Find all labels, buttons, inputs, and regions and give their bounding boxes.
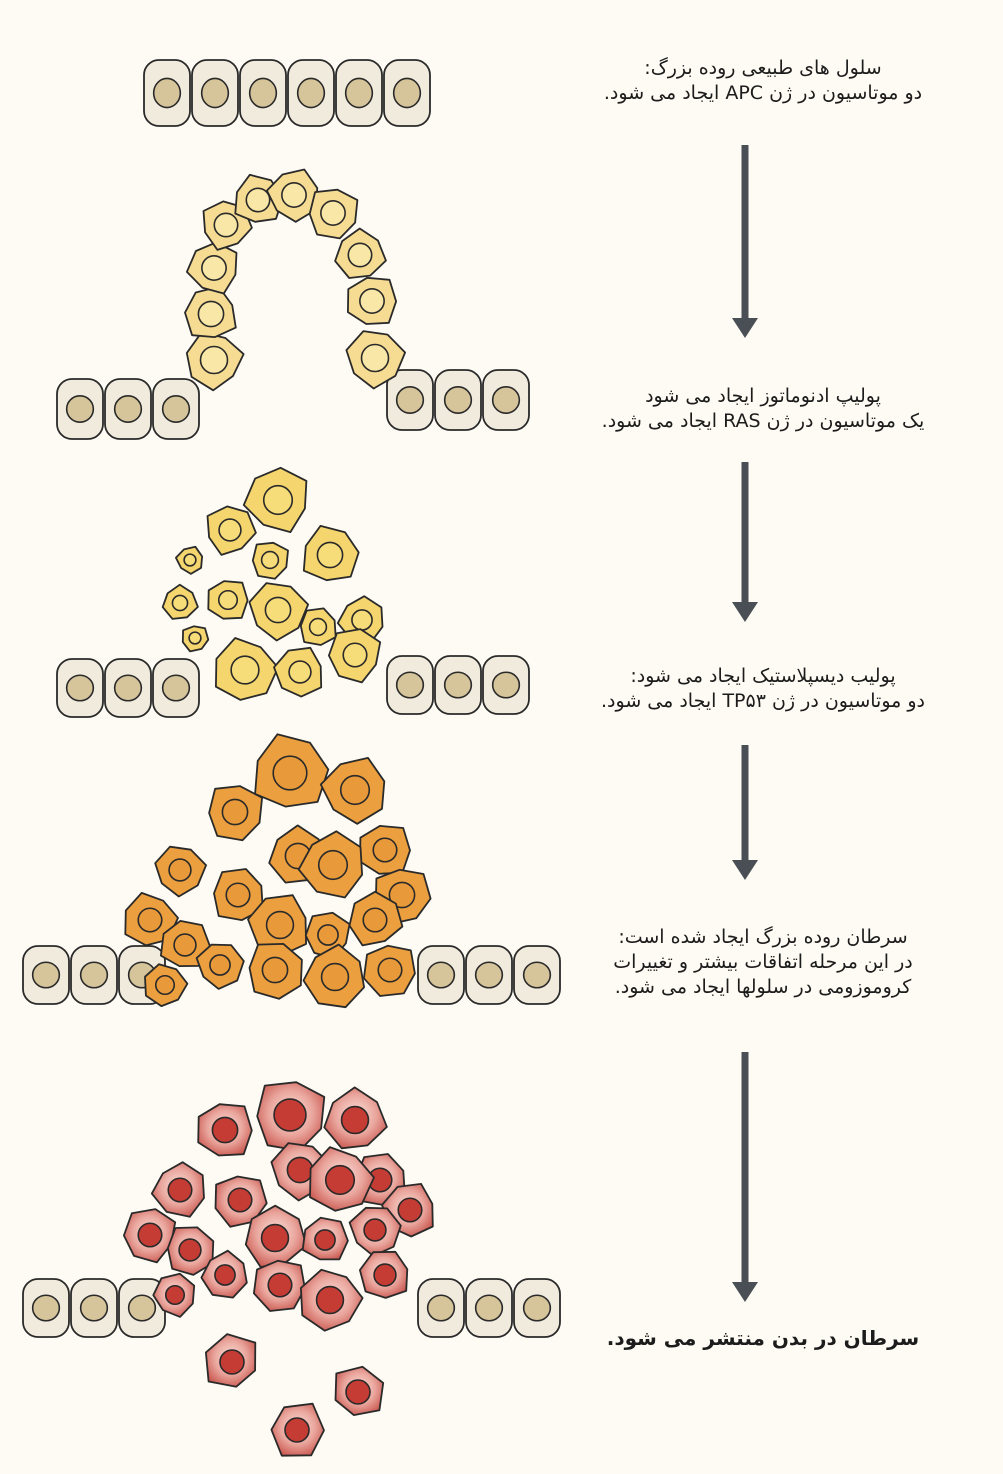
- normal-epithelial-cell: [514, 946, 560, 1004]
- stage-2-caption: پولیپ ادنوماتوز ایجاد می شود یک موتاسیون…: [563, 384, 963, 434]
- normal-epithelial-cell: [105, 659, 151, 717]
- arrow-stage-2-to-3: [732, 462, 758, 622]
- normal-epithelial-cell: [23, 1279, 69, 1337]
- normal-epithelial-cell: [384, 60, 430, 126]
- carcinoma-cell: [360, 826, 410, 874]
- metastatic-cell: [360, 1252, 407, 1298]
- dysplastic-cell: [163, 585, 198, 619]
- carcinoma-cell: [209, 786, 262, 840]
- stage-4-caption: سرطان روده بزرگ ایجاد شده است: در این مر…: [563, 925, 963, 1000]
- adenoma-cell: [187, 242, 237, 293]
- normal-epithelial-cell: [153, 659, 199, 717]
- normal-epithelial-cell: [144, 60, 190, 126]
- metastatic-cell: [257, 1082, 324, 1151]
- stage-4-line-2: در این مرحله اتفاقات بیشتر و تغییرات: [563, 950, 963, 975]
- dysplastic-cell: [176, 547, 202, 574]
- dysplastic-cell: [208, 506, 256, 555]
- stage-3-line-2: دو موتاسیون در ژن TP۵۳ ایجاد می شود.: [563, 689, 963, 714]
- dysplastic-cell: [253, 543, 288, 579]
- detached-metastatic-cell: [271, 1404, 324, 1456]
- carcinoma-cell: [197, 945, 244, 989]
- stage-5-line-1: سرطان در بدن منتشر می شود.: [563, 1326, 963, 1351]
- arrow-stage-1-to-2: [732, 145, 758, 338]
- carcinoma-cell: [304, 945, 365, 1008]
- normal-epithelial-cell: [466, 1279, 512, 1337]
- dysplastic-cell: [183, 626, 209, 651]
- carcinoma-cell: [145, 964, 187, 1006]
- adenoma-cell: [185, 287, 236, 337]
- carcinoma-cell: [255, 734, 328, 806]
- metastatic-cell: [254, 1261, 305, 1311]
- stage-1-caption: سلول های طبیعی روده بزرگ: دو موتاسیون در…: [563, 56, 963, 106]
- normal-epithelial-cell: [57, 379, 103, 439]
- metastatic-cell: [198, 1104, 252, 1155]
- metastatic-cell: [350, 1208, 401, 1256]
- carcinoma-cell: [250, 944, 302, 999]
- normal-epithelial-cell: [483, 370, 529, 430]
- normal-epithelial-cell: [466, 946, 512, 1004]
- metastatic-cell: [124, 1209, 175, 1262]
- stage-3-line-1: پولیب دیسپلاستیک ایجاد می شود:: [563, 664, 963, 689]
- stage-4-line-1: سرطان روده بزرگ ایجاد شده است:: [563, 925, 963, 950]
- dysplastic-cell: [249, 583, 308, 640]
- normal-epithelial-cell: [483, 656, 529, 714]
- metastatic-cell: [324, 1087, 387, 1148]
- stage-3-caption: پولیب دیسپلاستیک ایجاد می شود: دو موتاسی…: [563, 664, 963, 714]
- normal-epithelial-cell: [387, 656, 433, 714]
- normal-epithelial-cell: [192, 60, 238, 126]
- dysplastic-cell: [216, 638, 278, 700]
- adenoma-cell: [310, 190, 358, 239]
- stage-4-line-3: کروموزومی در سلولها ایجاد می شود.: [563, 975, 963, 1000]
- normal-epithelial-cell: [514, 1279, 560, 1337]
- normal-epithelial-cell: [435, 370, 481, 430]
- dysplastic-cell: [244, 468, 307, 532]
- adenoma-cell: [348, 278, 396, 324]
- stage-2-line-1: پولیپ ادنوماتوز ایجاد می شود: [563, 384, 963, 409]
- detached-metastatic-cell: [206, 1334, 255, 1387]
- normal-epithelial-cell: [105, 379, 151, 439]
- normal-epithelial-cell: [418, 1279, 464, 1337]
- normal-epithelial-cell: [57, 659, 103, 717]
- normal-epithelial-cell: [23, 946, 69, 1004]
- dysplastic-cell: [301, 608, 336, 645]
- adenoma-cell: [187, 332, 244, 390]
- dysplastic-cell: [329, 629, 380, 682]
- dysplastic-cell: [208, 581, 247, 619]
- stage-1-line-2: دو موتاسیون در ژن APC ایجاد می شود.: [563, 81, 963, 106]
- metastatic-cell: [152, 1162, 204, 1217]
- stage-5-caption: سرطان در بدن منتشر می شود.: [563, 1326, 963, 1351]
- arrow-stage-3-to-4: [732, 745, 758, 880]
- normal-epithelial-cell: [288, 60, 334, 126]
- metastatic-cell: [301, 1270, 363, 1331]
- dysplastic-cell: [274, 648, 321, 697]
- normal-epithelial-cell: [71, 946, 117, 1004]
- normal-epithelial-cell: [435, 656, 481, 714]
- dysplastic-cell: [304, 526, 359, 580]
- metastatic-cell: [303, 1218, 348, 1260]
- normal-epithelial-cell: [153, 379, 199, 439]
- detached-metastatic-cell: [336, 1367, 384, 1415]
- carcinoma-cell: [155, 847, 206, 897]
- normal-epithelial-cell: [387, 370, 433, 430]
- normal-epithelial-cell: [418, 946, 464, 1004]
- normal-epithelial-cell: [71, 1279, 117, 1337]
- normal-epithelial-cell: [336, 60, 382, 126]
- carcinoma-cell: [364, 946, 415, 996]
- stage-2-line-2: یک موتاسیون در ژن RAS ایجاد می شود.: [563, 409, 963, 434]
- carcinoma-cell: [321, 758, 385, 824]
- arrow-stage-4-to-5: [732, 1052, 758, 1302]
- stage-1-line-1: سلول های طبیعی روده بزرگ:: [563, 56, 963, 81]
- normal-epithelial-cell: [240, 60, 286, 126]
